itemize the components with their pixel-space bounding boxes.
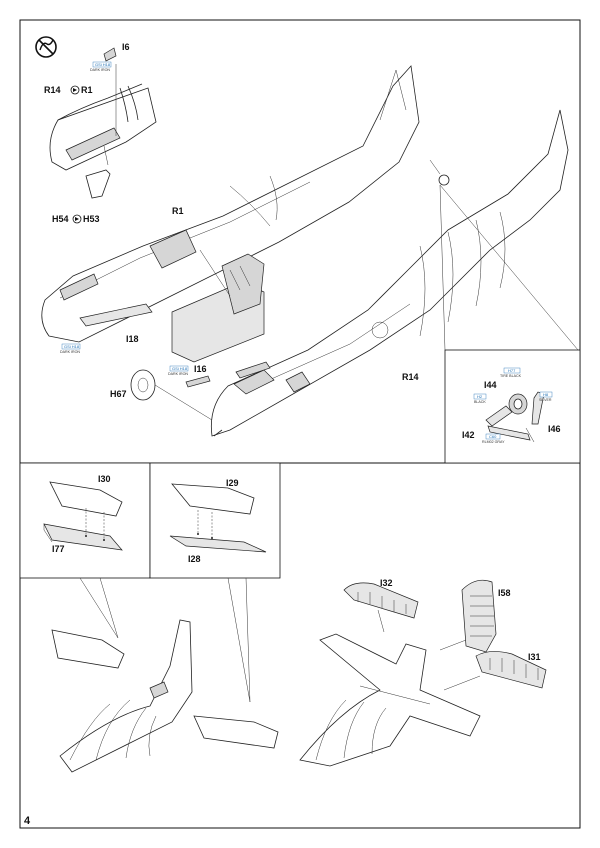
svg-text:TIRE BLACK: TIRE BLACK xyxy=(500,374,522,378)
label-i31: I31 xyxy=(528,652,541,662)
svg-text:SILVER: SILVER xyxy=(539,398,552,402)
rudder-inset-right-frame xyxy=(149,462,281,579)
paint-callout-dark-iron-i18: GSi H18 DARK IRON xyxy=(60,343,80,354)
paint-callout-silver: H8 SILVER xyxy=(539,391,553,402)
label-i32: I32 xyxy=(380,578,393,588)
svg-text:H8: H8 xyxy=(543,392,549,397)
rudder-inset-left-frame xyxy=(19,462,151,579)
cockpit-tub xyxy=(171,249,265,363)
fuselage-left-half xyxy=(41,65,420,343)
label-i46: I46 xyxy=(548,424,561,434)
paint-callout-tire-black: H77 TIRE BLACK xyxy=(500,367,522,378)
tail-view-right xyxy=(299,633,481,767)
tailwheel-assembly xyxy=(485,391,545,443)
label-i16: I16 xyxy=(194,364,207,374)
elevator-i31 xyxy=(443,651,547,691)
label-i42: I42 xyxy=(462,430,475,440)
label-i18: I18 xyxy=(126,334,139,344)
svg-text:R1: R1 xyxy=(81,85,93,95)
paint-callout-rlm02-gray: C60 RLM02 GRAY xyxy=(482,433,505,444)
label-i44: I44 xyxy=(484,380,497,390)
svg-text:H2: H2 xyxy=(477,394,483,399)
label-r1: R1 xyxy=(172,206,184,216)
svg-text:GSi H18: GSi H18 xyxy=(64,344,80,349)
label-i28: I28 xyxy=(188,554,201,564)
label-r14: R14 xyxy=(402,372,419,382)
svg-text:DARK IRON: DARK IRON xyxy=(168,372,188,376)
paint-callout-black: H2 BLACK xyxy=(473,393,486,404)
elevator-i32 xyxy=(343,582,419,633)
rudder-right-exploded xyxy=(169,483,267,553)
label-r14-to-r1: R14 R1 xyxy=(44,85,93,95)
svg-text:R14: R14 xyxy=(44,85,61,95)
svg-text:H77: H77 xyxy=(508,368,516,373)
tailwheel-h67 xyxy=(130,369,213,421)
svg-text:BLACK: BLACK xyxy=(474,400,486,404)
control-shelf xyxy=(79,303,153,327)
label-i30: I30 xyxy=(98,474,111,484)
label-i77: I77 xyxy=(52,544,65,554)
paint-callout-dark-iron-i16: GSi H18 DARK IRON xyxy=(168,365,188,376)
svg-text:DARK IRON: DARK IRON xyxy=(90,68,110,72)
tailwheel-in-place xyxy=(429,159,450,186)
svg-text:H53: H53 xyxy=(83,214,100,224)
svg-text:RLM02 GRAY: RLM02 GRAY xyxy=(482,440,505,444)
rudder-left-exploded xyxy=(43,481,123,551)
svg-text:GSi H18: GSi H18 xyxy=(95,62,111,67)
rudder-i58 xyxy=(439,579,497,653)
svg-text:C60: C60 xyxy=(489,434,497,439)
paint-callout-dark-iron-i6: GSi H18 DARK IRON xyxy=(90,61,112,72)
svg-text:GSi H18: GSi H18 xyxy=(172,366,188,371)
label-i6: I6 xyxy=(122,42,130,52)
cowling-detail xyxy=(49,47,157,199)
no-cement-icon xyxy=(35,36,57,58)
fuselage-right-half xyxy=(210,109,569,437)
tail-view-left xyxy=(51,619,279,773)
svg-text:H54: H54 xyxy=(52,214,69,224)
label-h54-to-h53: H54 H53 xyxy=(52,214,100,224)
part-i16 xyxy=(185,361,271,388)
svg-text:DARK IRON: DARK IRON xyxy=(60,350,80,354)
label-i58: I58 xyxy=(498,588,511,598)
label-h67: H67 xyxy=(110,389,127,399)
label-i29: I29 xyxy=(226,478,239,488)
page-number: 4 xyxy=(24,815,31,827)
